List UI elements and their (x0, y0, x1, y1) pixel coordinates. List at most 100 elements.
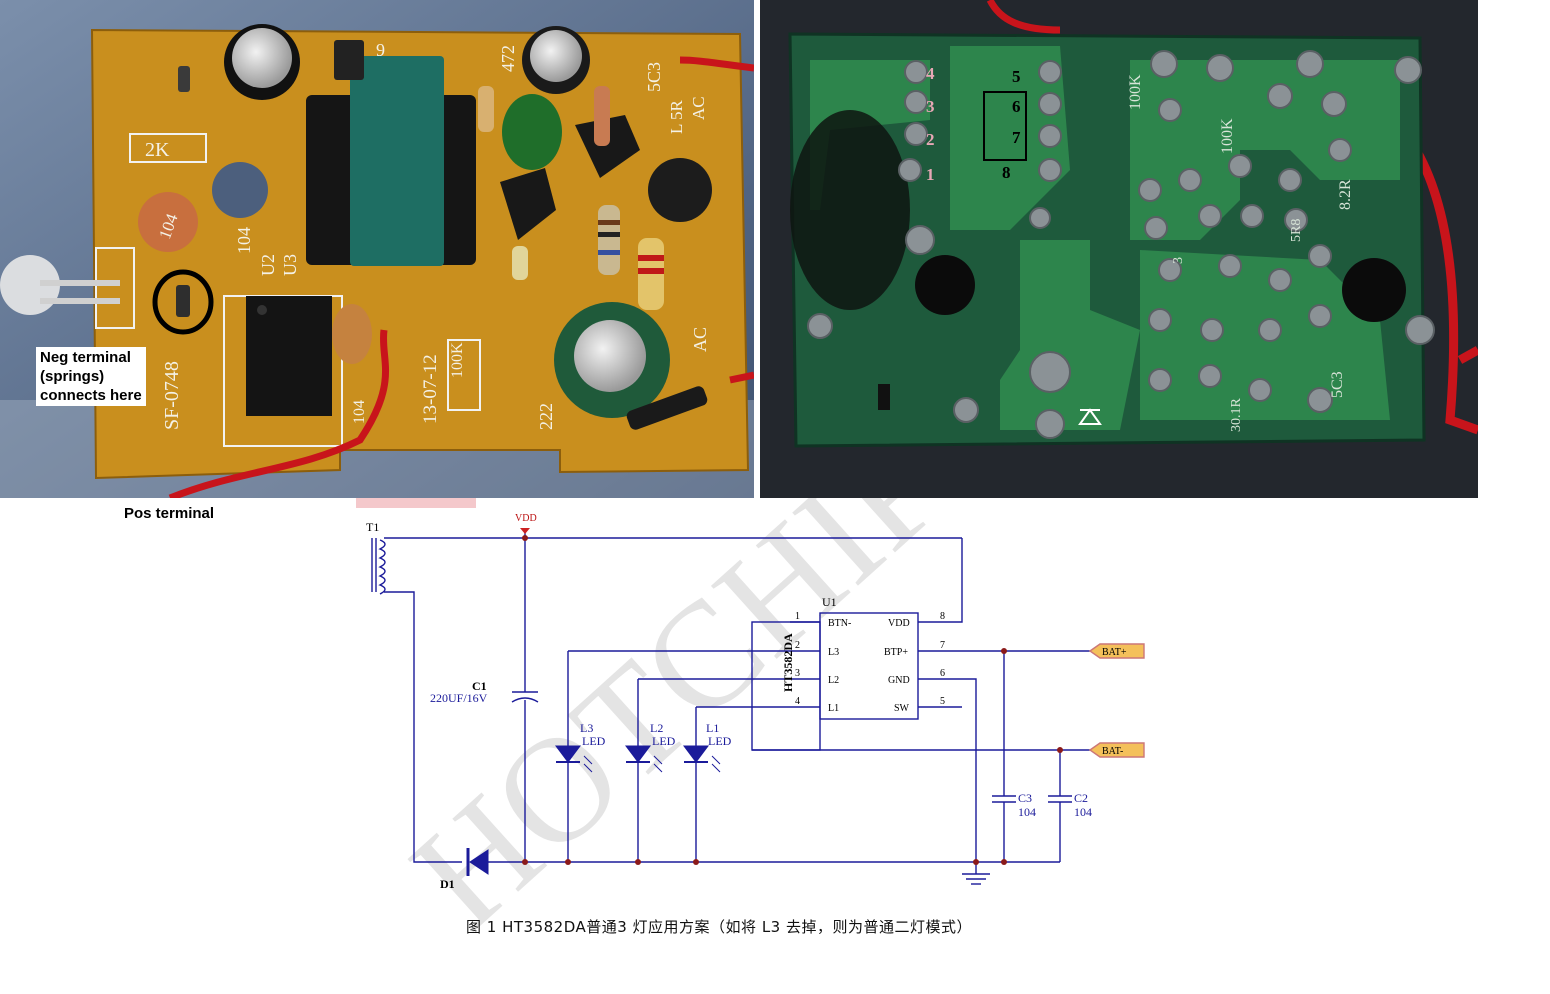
pin-num-1: 1 (795, 611, 800, 622)
silkscreen-text: 2K 104 104 U2 U3 SF-0748 472 5C3 L 5R AC… (145, 40, 710, 430)
pin-name-btp: BTP+ (884, 647, 908, 658)
c2-name: C2 (1074, 791, 1088, 805)
led-l3-name: L3 (580, 721, 593, 735)
pin-num-5: 5 (940, 696, 945, 707)
mounting-hole (1342, 258, 1406, 322)
schematic: HOTCHIP (356, 498, 1145, 960)
svg-text:104: 104 (351, 400, 368, 424)
diode (626, 386, 708, 430)
svg-text:100K: 100K (1127, 74, 1144, 110)
svg-text:4: 4 (926, 64, 935, 83)
ic-part-label: HT3582DA (781, 633, 795, 692)
svg-text:5C3: 5C3 (644, 62, 664, 92)
svg-text:AC: AC (690, 327, 710, 352)
transistor (575, 115, 640, 178)
c1-value: 220UF/16V (430, 691, 488, 705)
svg-text:8.2R: 8.2R (1337, 179, 1354, 210)
transistor (500, 168, 556, 240)
mounting-hole (915, 255, 975, 315)
svg-text:8: 8 (1002, 163, 1011, 182)
pin-name-btn: BTN- (828, 618, 851, 629)
pin-name-l3: L3 (828, 647, 839, 658)
ic-pin-labels: 1 2 3 4 5 6 7 8 (926, 64, 1021, 184)
ic-chip (246, 296, 332, 416)
pcb-top-drawing: 2K 104 104 U2 U3 SF-0748 472 5C3 L 5R AC… (0, 0, 754, 498)
neg-callout-line-1: Neg terminal (40, 349, 131, 366)
vdd-label: VDD (515, 513, 537, 524)
svg-text:3: 3 (1171, 257, 1186, 264)
diode-silkscreen (1078, 408, 1102, 425)
neg-terminal-circle (152, 269, 214, 335)
pin-name-l2: L2 (828, 675, 839, 686)
svg-text:L 5R: L 5R (667, 99, 686, 134)
d1-label: D1 (440, 877, 455, 891)
pin-num-4: 4 (795, 696, 800, 707)
pin-num-7: 7 (940, 640, 945, 651)
junction-dots (522, 535, 1063, 865)
svg-text:13-07-12: 13-07-12 (420, 354, 441, 424)
svg-text:2K: 2K (145, 139, 170, 161)
pin-name-vdd: VDD (888, 618, 910, 629)
svg-text:5C3: 5C3 (1329, 371, 1346, 398)
svg-text:100K: 100K (1219, 118, 1236, 154)
mounting-hole (212, 162, 268, 218)
film-capacitor (502, 94, 562, 170)
svg-text:U2: U2 (258, 254, 278, 276)
svg-text:30.1R: 30.1R (1229, 398, 1244, 433)
pos-wire (168, 329, 389, 498)
t1-label: T1 (366, 520, 379, 534)
led-symbols (555, 745, 721, 773)
ceramic-capacitor (138, 192, 198, 252)
svg-text:472: 472 (498, 45, 518, 72)
pin-name-gnd: GND (888, 675, 910, 686)
pcb-bottom-photo: 1 2 3 4 5 6 7 8 100K 100K 8.2R 5C3 30.1R… (760, 0, 1478, 498)
neg-terminal-callout: Neg terminal (springs) connects here (36, 347, 146, 406)
c1-name: C1 (472, 679, 487, 693)
svg-text:SF-0748: SF-0748 (161, 361, 183, 430)
pin-num-6: 6 (940, 668, 945, 679)
led-l2-type: LED (652, 734, 676, 748)
resistor (598, 205, 620, 275)
bat-plus-label: BAT+ (1102, 647, 1127, 658)
ac-wire (679, 56, 754, 72)
pin-num-3: 3 (795, 668, 800, 679)
pin-num-8: 8 (940, 611, 945, 622)
vdd-marker (520, 528, 530, 534)
led-l2-name: L2 (650, 721, 663, 735)
pos-terminal-callout: Pos terminal (124, 505, 215, 522)
svg-text:AC: AC (689, 96, 708, 120)
led-l1-type: LED (708, 734, 732, 748)
bat-minus-label: BAT- (1102, 746, 1123, 757)
silkscreen-text-bottom: 100K 100K 8.2R 5C3 30.1R 5R8 3 (1127, 74, 1354, 432)
u1-label: U1 (822, 595, 837, 609)
svg-text:9: 9 (376, 40, 385, 60)
c3-name: C3 (1018, 791, 1032, 805)
svg-text:1: 1 (926, 165, 935, 184)
pin-name-l1: L1 (828, 703, 839, 714)
mounting-hole (648, 158, 712, 222)
pin-num-2: 2 (795, 640, 800, 651)
svg-text:5: 5 (1012, 67, 1021, 86)
burn-mark (790, 110, 910, 310)
svg-text:2: 2 (926, 130, 935, 149)
solder-joints (807, 50, 1435, 439)
led-l1-name: L1 (706, 721, 719, 735)
svg-text:U3: U3 (280, 254, 300, 276)
diode-d1-symbol (466, 848, 489, 876)
svg-text:6: 6 (1012, 97, 1021, 116)
schematic-caption: 图 1 HT3582DA普通3 灯应用方案（如将 L3 去掉，则为普通二灯模式） (466, 918, 972, 936)
pcb-bottom-drawing: 1 2 3 4 5 6 7 8 100K 100K 8.2R 5C3 30.1R… (760, 0, 1478, 498)
c2-value: 104 (1074, 805, 1092, 819)
c3-value: 104 (1018, 805, 1036, 819)
svg-text:100K: 100K (449, 342, 466, 378)
svg-text:7: 7 (1012, 128, 1021, 147)
svg-text:3: 3 (926, 97, 935, 116)
svg-text:5R8: 5R8 (1289, 219, 1304, 242)
pcb-top-photo: 2K 104 104 U2 U3 SF-0748 472 5C3 L 5R AC… (0, 0, 754, 498)
neg-callout-line-2: (springs) (40, 368, 105, 385)
svg-text:104: 104 (234, 227, 254, 254)
svg-text:222: 222 (536, 403, 556, 430)
pin-name-sw: SW (894, 703, 910, 714)
watermark-text: HOTCHIP (381, 498, 975, 960)
led-l3-type: LED (582, 734, 606, 748)
